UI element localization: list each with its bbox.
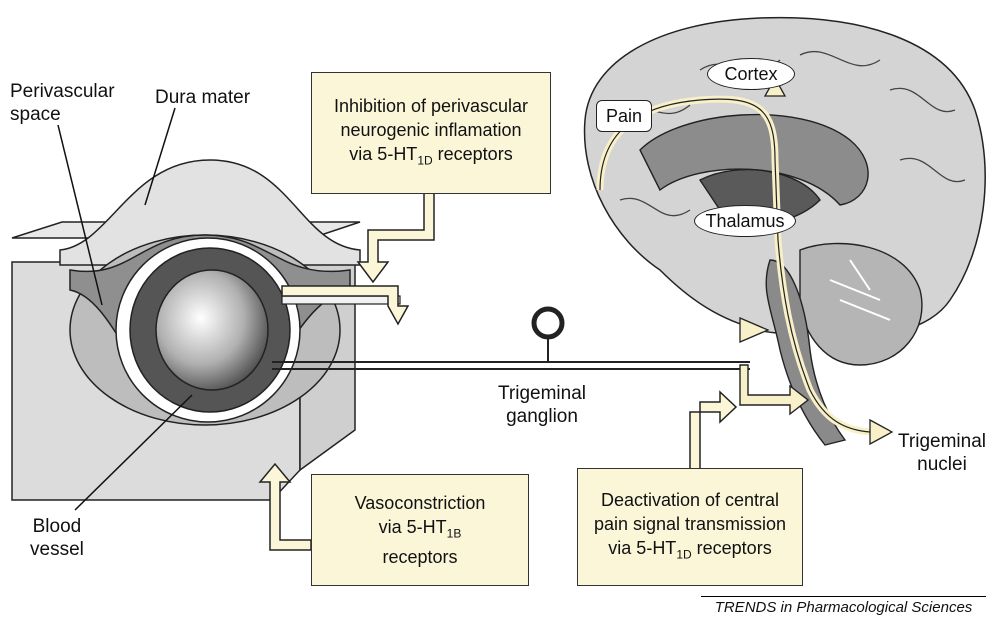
deactivation-line1: Deactivation of central: [578, 488, 802, 512]
perivascular-line2: space: [10, 103, 115, 126]
trigeminal-nuclei-line2: nuclei: [898, 453, 986, 476]
vasoconstriction-line2: via 5-HT1B: [312, 515, 528, 546]
vasoconstriction-line3: receptors: [312, 545, 528, 569]
trigeminal-ganglion-line2: ganglion: [498, 405, 586, 428]
trigeminal-nuclei-line1: Trigeminal: [898, 430, 986, 453]
deactivation-box: Deactivation of central pain signal tran…: [577, 468, 803, 586]
trigeminal-ganglion-icon: [534, 309, 562, 362]
perivascular-line1: Perivascular: [10, 80, 115, 103]
cortex-label: Cortex: [707, 58, 795, 90]
thalamus-label: Thalamus: [694, 205, 796, 237]
vasoconstriction-box: Vasoconstriction via 5-HT1B receptors: [311, 474, 529, 586]
deactivation-line2: pain signal transmission: [578, 512, 802, 536]
pain-label: Pain: [596, 100, 652, 132]
inhibition-line3: via 5-HT1D receptors: [312, 142, 550, 173]
blood-vessel-label: Blood vessel: [30, 515, 84, 561]
inhibition-line1: Inhibition of perivascular: [312, 94, 550, 118]
deactivation-line3: via 5-HT1D receptors: [578, 536, 802, 567]
source-credit: TRENDS in Pharmacological Sciences: [701, 596, 986, 616]
inhibition-line2: neurogenic inflamation: [312, 118, 550, 142]
trigeminal-ganglion-label: Trigeminal ganglion: [498, 382, 586, 428]
inhibition-box: Inhibition of perivascular neurogenic in…: [311, 72, 551, 194]
blood-vessel-line1: Blood: [30, 515, 84, 538]
trigeminal-nuclei-label: Trigeminal nuclei: [898, 430, 986, 476]
blood-vessel-line2: vessel: [30, 538, 84, 561]
trigeminal-ganglion-line1: Trigeminal: [498, 382, 586, 405]
perivascular-space-label: Perivascular space: [10, 80, 115, 126]
vasoconstriction-line1: Vasoconstriction: [312, 491, 528, 515]
dura-mater-label: Dura mater: [155, 86, 250, 109]
